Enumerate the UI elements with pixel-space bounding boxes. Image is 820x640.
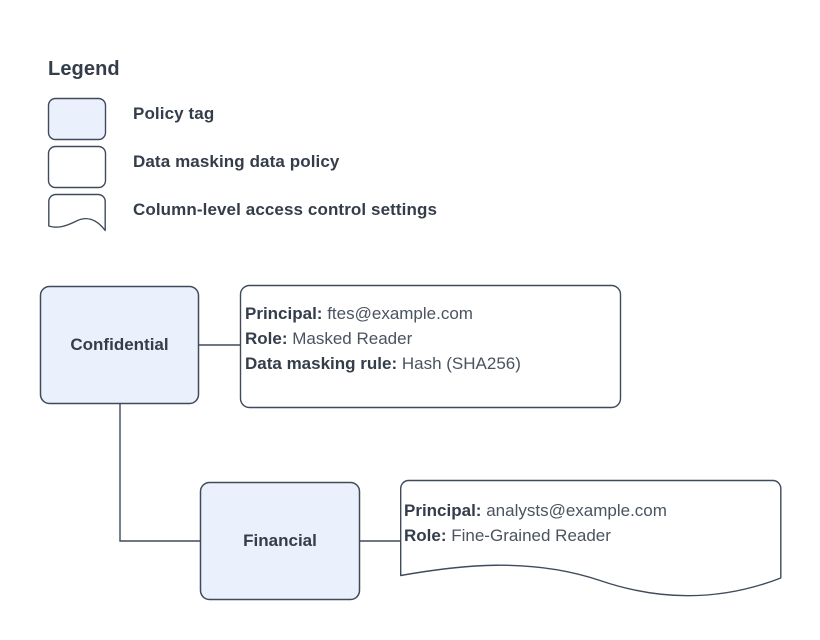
callout-row: Principal: ftes@example.com [245,301,521,326]
callout-row: Data masking rule: Hash (SHA256) [245,351,521,376]
callout-key: Role: [404,526,447,545]
node-confidential[interactable] [39,285,200,405]
callout-key: Principal: [404,501,482,520]
callout-value: Fine-Grained Reader [451,526,611,545]
legend-swatch-column-level-access [48,193,106,232]
callout-row: Principal: analysts@example.com [404,498,667,523]
legend-swatch-data-masking-policy [47,145,107,189]
callout-key: Data masking rule: [245,354,398,373]
callout-row: Role: Fine-Grained Reader [404,523,667,548]
callout-text-confidential: Principal: ftes@example.com Role: Masked… [245,301,521,376]
legend-item-label-column-level-access: Column-level access control settings [133,200,438,219]
node-label-confidential: Confidential [70,335,169,354]
legend-item-label-data-masking-policy: Data masking data policy [133,152,340,171]
node-label-financial: Financial [243,531,317,550]
callout-value: analysts@example.com [486,501,667,520]
callout-financial [400,479,782,597]
legend-item-label-policy-tag: Policy tag [133,104,215,123]
callout-value: Hash (SHA256) [401,354,521,373]
callout-row: Role: Masked Reader [245,326,521,351]
callout-value: Masked Reader [292,329,413,348]
callout-key: Principal: [245,304,323,323]
callout-text-financial: Principal: analysts@example.com Role: Fi… [404,498,667,548]
callout-key: Role: [245,329,288,348]
callout-value: ftes@example.com [327,304,473,323]
node-financial[interactable] [199,481,361,601]
legend-swatch-policy-tag [47,97,107,141]
callout-confidential [239,284,622,409]
legend-title: Legend [48,58,120,80]
connector-confidential-to-financial [119,404,201,542]
